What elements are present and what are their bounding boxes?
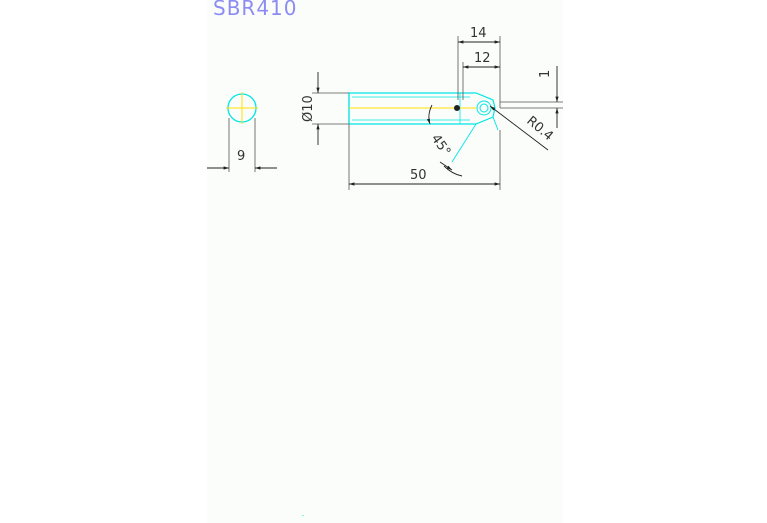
dim-width-9: 9 — [237, 149, 245, 164]
radius-leader — [489, 105, 549, 151]
side-view: Ø10 50 14 12 1 R0.4 — [301, 26, 563, 190]
end-view: 9 — [207, 92, 277, 172]
dim-length-50: 50 — [410, 168, 427, 183]
angle-arc-lower — [443, 165, 463, 177]
stray-mark — [302, 515, 304, 516]
angle-leader — [439, 161, 453, 171]
dim-1: 1 — [538, 70, 553, 78]
drawing-title: SBR410 — [213, 0, 298, 20]
angle-arc — [426, 104, 433, 125]
dim-14: 14 — [470, 26, 487, 41]
tip-insert-outer — [476, 100, 492, 116]
chamfer-line — [451, 123, 477, 163]
tool-body-outline — [348, 92, 496, 125]
dim-diameter-10: Ø10 — [301, 95, 316, 122]
dim-angle-45: 45° — [428, 132, 454, 159]
dim-radius: R0.4 — [523, 114, 555, 145]
chamfer-line-2 — [492, 116, 499, 131]
tip-insert-inner — [479, 103, 489, 113]
tip-screw — [454, 105, 460, 111]
drawing-sheet — [207, 0, 563, 523]
dim-12: 12 — [474, 51, 491, 66]
